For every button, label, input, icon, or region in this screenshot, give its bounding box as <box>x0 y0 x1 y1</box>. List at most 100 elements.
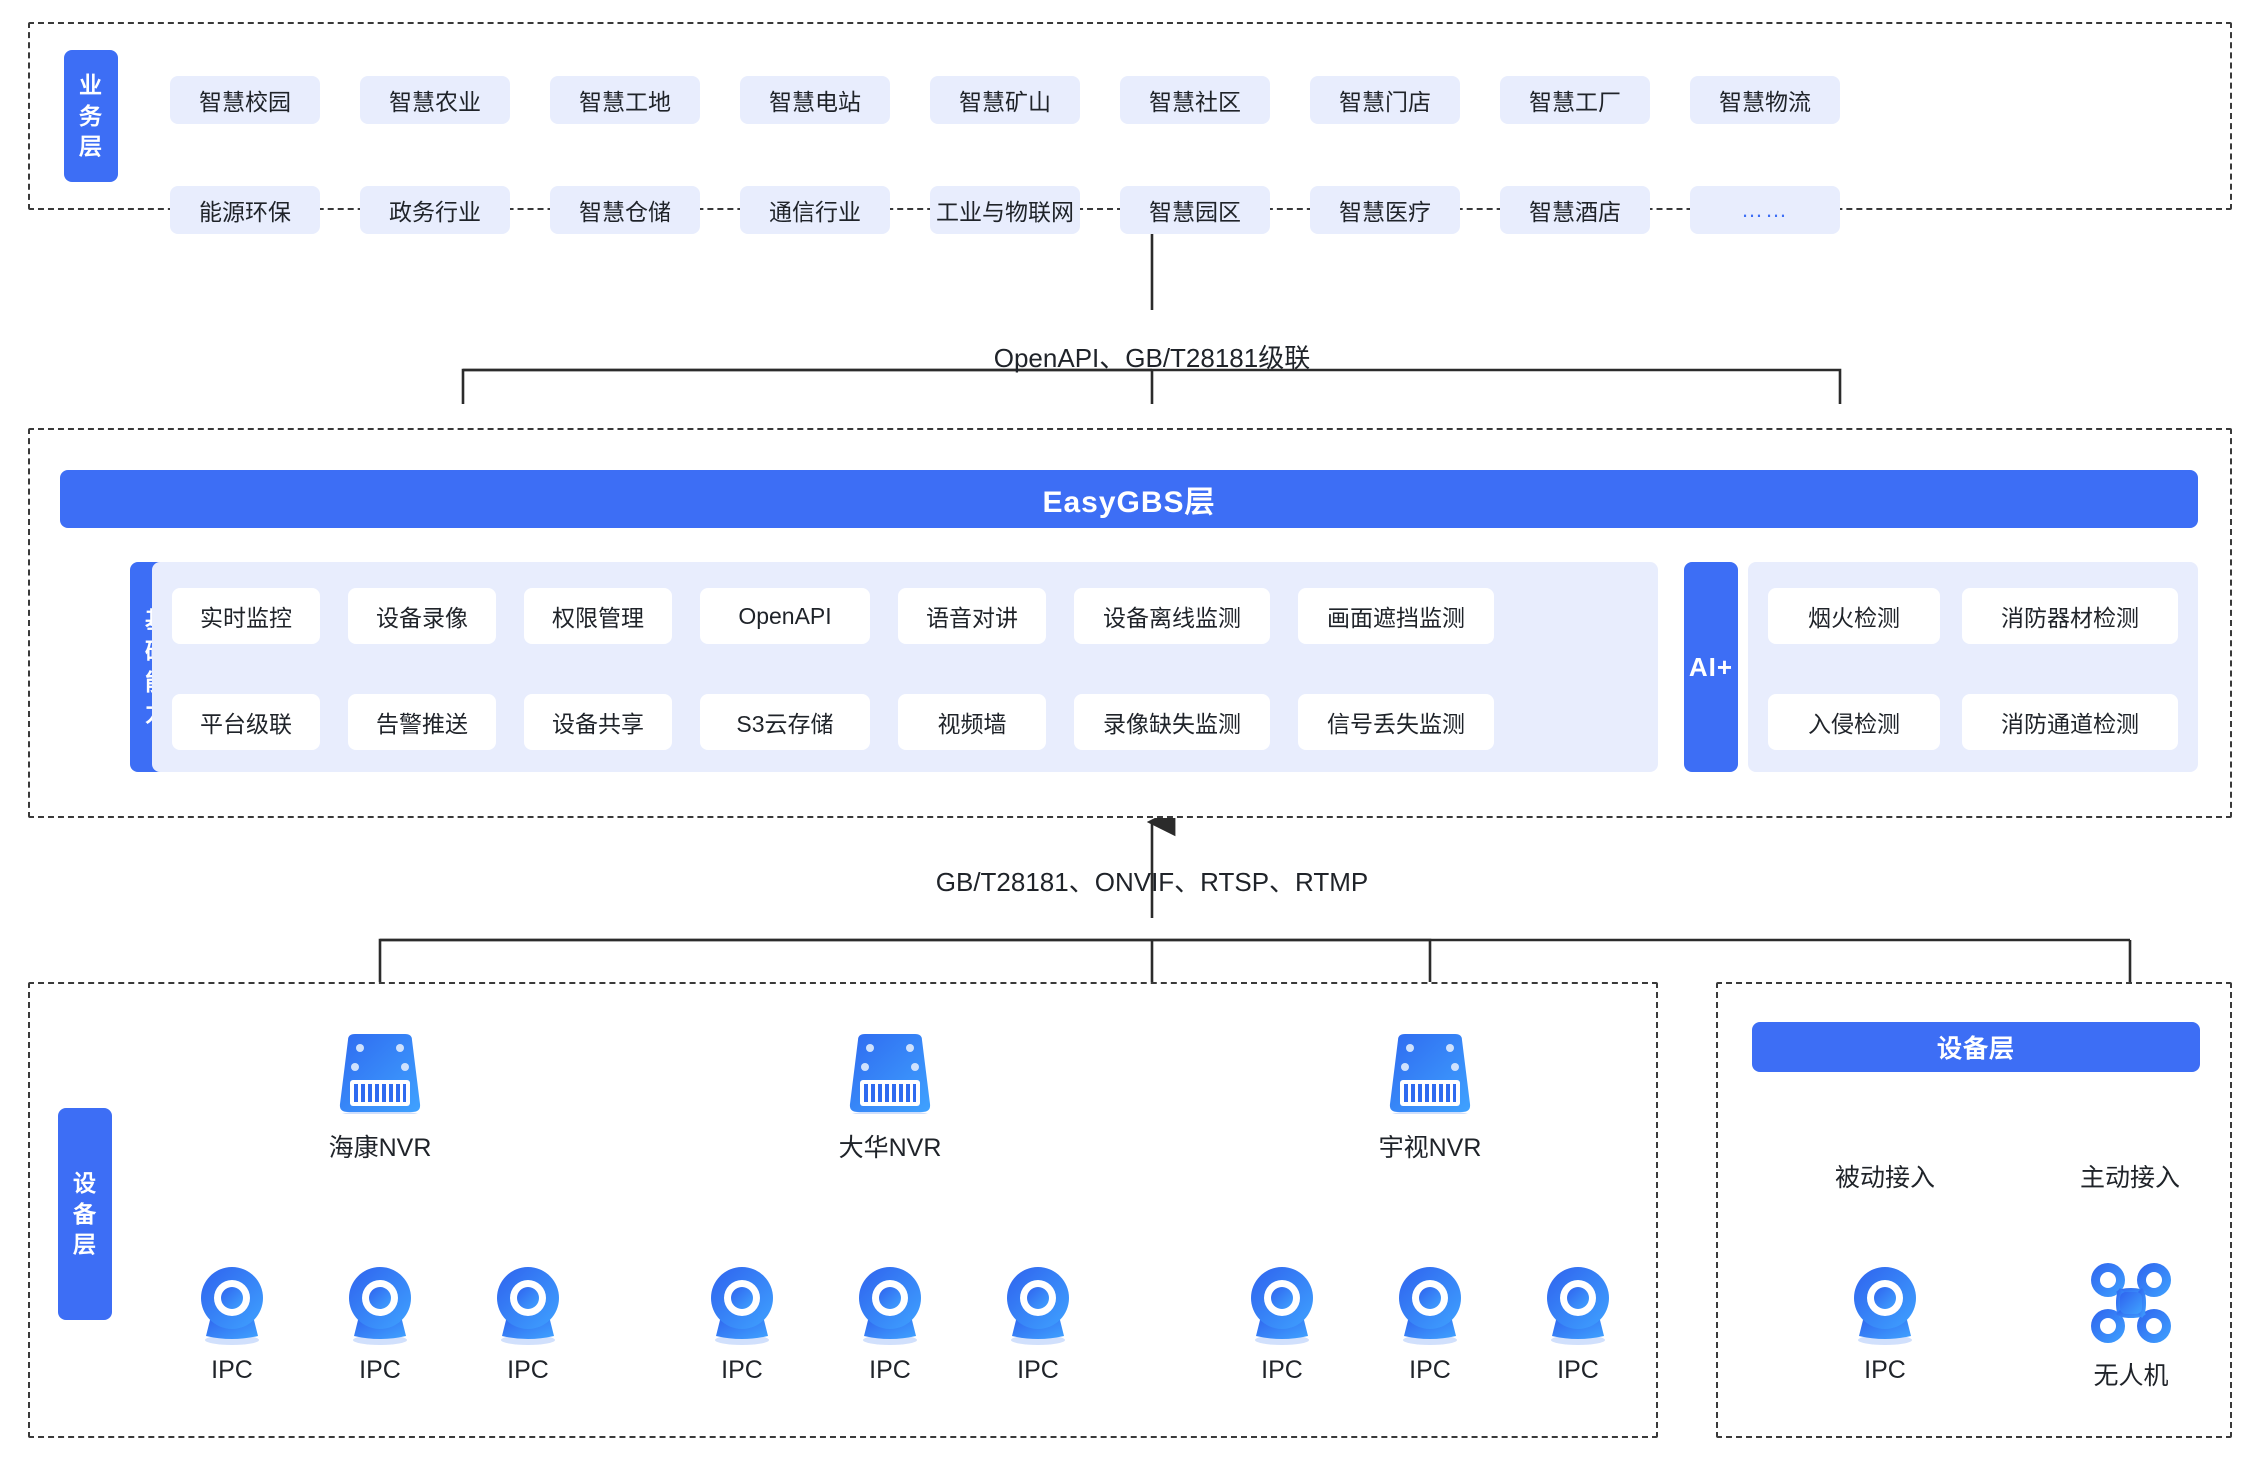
ipc-label: IPC <box>1350 1356 1510 1385</box>
business-chip[interactable]: 智慧酒店 <box>1500 186 1650 234</box>
device-layer-left-panel <box>28 982 1658 1438</box>
business-chip[interactable]: 智慧工地 <box>550 76 700 124</box>
device-layer-left-label-text: 设备层 <box>73 1169 97 1258</box>
business-chip-more[interactable]: …… <box>1690 186 1840 234</box>
capability-chip[interactable]: 视频墙 <box>898 694 1046 750</box>
capability-chip[interactable]: OpenAPI <box>700 588 870 644</box>
access-mode-text: 被动接入 <box>1834 1164 1935 1192</box>
capability-chip[interactable]: 画面遮挡监测 <box>1298 588 1494 644</box>
ai-plus-label-text: AI+ <box>1688 651 1734 682</box>
business-chip-label: 智慧工地 <box>579 89 671 115</box>
nvr-label-text: 大华NVR <box>838 1134 942 1162</box>
business-chip-label: 工业与物联网 <box>936 199 1074 225</box>
business-layer-label: 业务层 <box>64 50 118 182</box>
business-chip-label: 通信行业 <box>769 199 861 225</box>
capability-chip-label: S3云存储 <box>736 711 834 737</box>
access-mode-label-active: 主动接入 <box>2030 1158 2230 1194</box>
capability-chip[interactable]: 权限管理 <box>524 588 672 644</box>
business-chip-label: …… <box>1741 197 1789 222</box>
business-chip[interactable]: 智慧门店 <box>1310 76 1460 124</box>
ai-plus-label: AI+ <box>1684 562 1738 772</box>
ipc-label: IPC <box>448 1356 608 1385</box>
ipc-label-text: IPC <box>211 1356 253 1384</box>
easygbs-title-bar: EasyGBS层 <box>60 470 2198 528</box>
business-chip[interactable]: 智慧园区 <box>1120 186 1270 234</box>
ai-chip-label: 入侵检测 <box>1808 711 1900 737</box>
capability-chip[interactable]: 录像缺失监测 <box>1074 694 1270 750</box>
business-chip[interactable]: 智慧社区 <box>1120 76 1270 124</box>
business-chip-label: 智慧电站 <box>769 89 861 115</box>
ipc-label-text: IPC <box>1017 1356 1059 1384</box>
business-chip-label: 政务行业 <box>389 199 481 225</box>
business-chip[interactable]: 能源环保 <box>170 186 320 234</box>
capability-chip[interactable]: 平台级联 <box>172 694 320 750</box>
ai-chip[interactable]: 消防器材检测 <box>1962 588 2178 644</box>
ipc-camera-icon <box>1390 1262 1470 1346</box>
ipc-label: IPC <box>1202 1356 1362 1385</box>
nvr-label-text: 海康NVR <box>328 1134 432 1162</box>
business-chip-label: 智慧矿山 <box>959 89 1051 115</box>
nvr-label-text: 宇视NVR <box>1378 1134 1482 1162</box>
ai-chip-label: 烟火检测 <box>1808 605 1900 631</box>
ipc-camera-icon <box>488 1262 568 1346</box>
business-layer-label-text: 业务层 <box>79 71 103 160</box>
business-chip[interactable]: 智慧矿山 <box>930 76 1080 124</box>
nvr-icon <box>832 1030 948 1120</box>
business-chip[interactable]: 智慧医疗 <box>1310 186 1460 234</box>
business-chip[interactable]: 智慧物流 <box>1690 76 1840 124</box>
business-chip[interactable]: 智慧工厂 <box>1500 76 1650 124</box>
capability-chip[interactable]: 信号丢失监测 <box>1298 694 1494 750</box>
ipc-label: IPC <box>958 1356 1118 1385</box>
ipc-label: IPC <box>152 1356 312 1385</box>
business-chip[interactable]: 智慧电站 <box>740 76 890 124</box>
business-chip[interactable]: 智慧仓储 <box>550 186 700 234</box>
capability-chip-label: 平台级联 <box>200 711 292 737</box>
ipc-label-text: IPC <box>507 1356 549 1384</box>
ipc-camera-icon <box>340 1262 420 1346</box>
business-chip-label: 能源环保 <box>199 199 291 225</box>
business-chip[interactable]: 工业与物联网 <box>930 186 1080 234</box>
business-chip[interactable]: 智慧农业 <box>360 76 510 124</box>
business-chip-label: 智慧园区 <box>1149 199 1241 225</box>
capability-chip-label: 设备共享 <box>552 711 644 737</box>
ipc-label-text: IPC <box>721 1356 763 1384</box>
business-chip-label: 智慧医疗 <box>1339 199 1431 225</box>
business-chip[interactable]: 通信行业 <box>740 186 890 234</box>
drone-label-text: 无人机 <box>2093 1362 2169 1390</box>
ipc-camera-icon <box>192 1262 272 1346</box>
ai-chip[interactable]: 消防通道检测 <box>1962 694 2178 750</box>
capability-chip[interactable]: 设备录像 <box>348 588 496 644</box>
capability-chip[interactable]: 设备离线监测 <box>1074 588 1270 644</box>
business-chip-label: 智慧物流 <box>1719 89 1811 115</box>
capability-chip[interactable]: S3云存储 <box>700 694 870 750</box>
bottom-connector-text: GB/T28181、ONVIF、RTSP、RTMP <box>935 867 1369 897</box>
capability-chip-label: OpenAPI <box>738 602 832 629</box>
business-chip[interactable]: 智慧校园 <box>170 76 320 124</box>
capability-chip[interactable]: 告警推送 <box>348 694 496 750</box>
capability-chip-label: 设备录像 <box>376 605 468 631</box>
ipc-camera-icon <box>1242 1262 1322 1346</box>
capability-chip[interactable]: 实时监控 <box>172 588 320 644</box>
ai-chip[interactable]: 入侵检测 <box>1768 694 1940 750</box>
ipc-label-text: IPC <box>1261 1356 1303 1384</box>
ipc-label-text: IPC <box>1409 1356 1451 1384</box>
ipc-label-text: IPC <box>869 1356 911 1384</box>
easygbs-title-text: EasyGBS层 <box>1042 486 1216 519</box>
ipc-label-text: IPC <box>1864 1356 1906 1384</box>
ipc-label: IPC <box>1805 1356 1965 1385</box>
capability-chip-label: 信号丢失监测 <box>1327 711 1465 737</box>
capability-chip[interactable]: 语音对讲 <box>898 588 1046 644</box>
business-chip-label: 智慧校园 <box>199 89 291 115</box>
nvr-icon <box>322 1030 438 1120</box>
access-mode-text: 主动接入 <box>2079 1164 2180 1192</box>
drone-icon <box>2086 1258 2176 1348</box>
nvr-label: 海康NVR <box>260 1128 500 1164</box>
capability-chip-label: 视频墙 <box>937 711 1007 737</box>
capability-chip[interactable]: 设备共享 <box>524 694 672 750</box>
ai-chip[interactable]: 烟火检测 <box>1768 588 1940 644</box>
ipc-label: IPC <box>1498 1356 1658 1385</box>
capability-chip-label: 告警推送 <box>376 711 468 737</box>
business-chip[interactable]: 政务行业 <box>360 186 510 234</box>
ipc-camera-icon <box>702 1262 782 1346</box>
